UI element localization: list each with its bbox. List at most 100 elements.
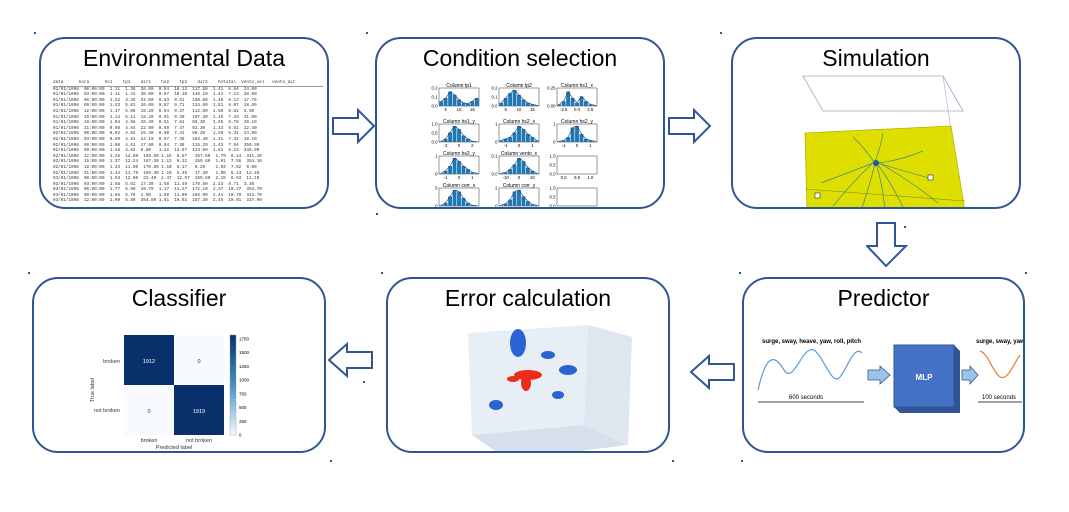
table-row: 02/01/1998 09:00:00 1.18 4.62 0.80 1.22 …: [53, 148, 260, 154]
x-tick-label: 0.5: [574, 175, 581, 180]
x-tick-label: 10: [530, 175, 535, 180]
y-tick-label: 0.1: [492, 95, 499, 100]
histogram-bar: [461, 135, 466, 142]
cm-cell-0-1: [174, 335, 224, 385]
histogram-bar: [448, 91, 453, 106]
decor-dot: [330, 460, 332, 462]
cm-row-label-1: not broken: [94, 408, 120, 414]
colorbar-tick-label: 500: [239, 405, 247, 410]
histogram-bar: [503, 98, 508, 106]
colorbar-tick-label: 1750: [239, 337, 250, 342]
simulation-title: Simulation: [822, 45, 930, 71]
arrow-from-mlp: [961, 364, 979, 386]
classifier-card: Classifier True label broken not broken …: [32, 277, 326, 453]
cm-col-label-0: broken: [141, 438, 158, 444]
x-tick-label: 0.0: [561, 175, 568, 180]
error-3d-plot: [468, 325, 632, 451]
subplot-frame: [556, 187, 598, 207]
y-tick-label: 1: [495, 122, 498, 127]
histogram-bar: [521, 196, 526, 206]
cm-colorbar: [229, 334, 237, 436]
x-tick-label: 0: [458, 143, 461, 148]
histogram-bar: [561, 140, 566, 142]
y-tick-label: 0.1: [432, 95, 439, 100]
arrow-predictor-to-error: [689, 354, 735, 390]
x-tick-label: 15: [470, 107, 475, 112]
y-tick-label: 0: [495, 140, 498, 145]
x-tick-label: 0.25: [468, 207, 477, 209]
histogram-bar: [579, 96, 584, 106]
histogram-bar: [457, 161, 461, 174]
table-row: 01/01/1998 06:00:00 1.22 3.29 31.00 0.83…: [53, 97, 257, 103]
density-curve: [441, 125, 477, 142]
histogram-bar: [521, 99, 526, 106]
histogram-bar: [439, 101, 444, 106]
predictor-title: Predictor: [837, 285, 930, 311]
histogram-bar: [443, 170, 448, 174]
y-tick-label: 0.0: [492, 172, 499, 177]
table-row: 01/01/1998 00:00:00 1.11 1.36 30.00 0.94…: [53, 86, 257, 92]
y-tick-label: 0.0: [432, 104, 439, 109]
histogram-bar: [448, 196, 453, 206]
x-tick-label: -1: [444, 175, 448, 180]
histogram-bar: [530, 104, 535, 106]
histogram-bar: [530, 137, 535, 142]
histogram-bar: [517, 158, 521, 174]
histogram-bar: [583, 138, 588, 142]
histogram-bar: [575, 102, 579, 106]
histogram-bar: [592, 105, 597, 106]
arrow-to-mlp: [867, 365, 891, 385]
colorbar-tick-label: 250: [239, 419, 247, 424]
cm-col-label-1: not broken: [186, 438, 212, 444]
y-tick-label: 2: [495, 186, 498, 191]
histogram-bar: [439, 205, 444, 206]
x-tick-label: -2: [444, 143, 448, 148]
predictor-output-duration: 100 seconds: [982, 395, 1016, 401]
histogram-bar: [508, 137, 513, 142]
cm-cell-0-0: [124, 335, 174, 385]
table-row: 01/01/1998 12:00:00 1.17 5.08 18.20 0.94…: [53, 108, 255, 114]
table-row: 02/01/1998 21:00:00 1.44 11.79 169.30 1.…: [53, 170, 260, 176]
x-tick-label: 0.0: [516, 207, 523, 209]
histogram-bar: [570, 127, 575, 142]
decor-dot: [904, 226, 906, 228]
x-tick-label: 15: [530, 107, 535, 112]
histogram-bar: [474, 173, 479, 174]
x-tick-label: 5: [504, 107, 507, 112]
subplot-title: Column corr_x: [443, 183, 476, 189]
plot-pane-floor: [472, 425, 628, 451]
mlp-label: MLP: [916, 373, 934, 382]
x-tick-label: -10: [503, 175, 510, 180]
cm-value-1-0: 0: [147, 409, 150, 415]
histogram-bar: [452, 94, 457, 106]
y-tick-label: 0.2: [432, 86, 439, 91]
decor-dot: [672, 460, 674, 462]
x-tick-label: 0.00: [455, 207, 464, 209]
histogram-bar: [499, 205, 504, 206]
histogram-bar: [575, 126, 579, 142]
cm-value-0-1: 0: [197, 359, 200, 365]
histogram-bar: [521, 129, 526, 142]
table-row: 01/01/1998 09:00:00 1.23 5.01 26.00 0.87…: [53, 103, 257, 109]
x-tick-label: 1.0: [587, 175, 594, 180]
histogram-bar: [517, 126, 521, 142]
histogram-bar: [465, 169, 470, 174]
histogram-bar: [525, 102, 530, 106]
cm-cell-1-1: [174, 385, 224, 435]
y-tick-label: 0.0: [550, 172, 557, 177]
histogram-bar: [570, 98, 575, 106]
x-tick-label: 0: [458, 175, 461, 180]
error-calculation-card: Error calculation: [386, 277, 670, 453]
colorbar-tick-label: 1250: [239, 364, 250, 369]
x-tick-label: -0.5: [502, 207, 510, 209]
predictor-input-duration: 600 seconds: [789, 395, 823, 401]
classifier-title: Classifier: [131, 285, 227, 311]
table-row: 02/01/1998 03:00:00 0.89 4.51 24.10 0.87…: [53, 136, 257, 142]
subplot-title: Column hs2_x: [503, 119, 535, 125]
subplot-title: Column hs2_y: [443, 151, 475, 157]
histogram-bar: [512, 132, 517, 142]
environmental-data-table: data hora hs1 tp1 dir1 hs2 tp2 dir2 hsto…: [53, 80, 323, 204]
cm-value-1-1: 1919: [193, 409, 205, 415]
histogram-bar: [512, 90, 517, 106]
